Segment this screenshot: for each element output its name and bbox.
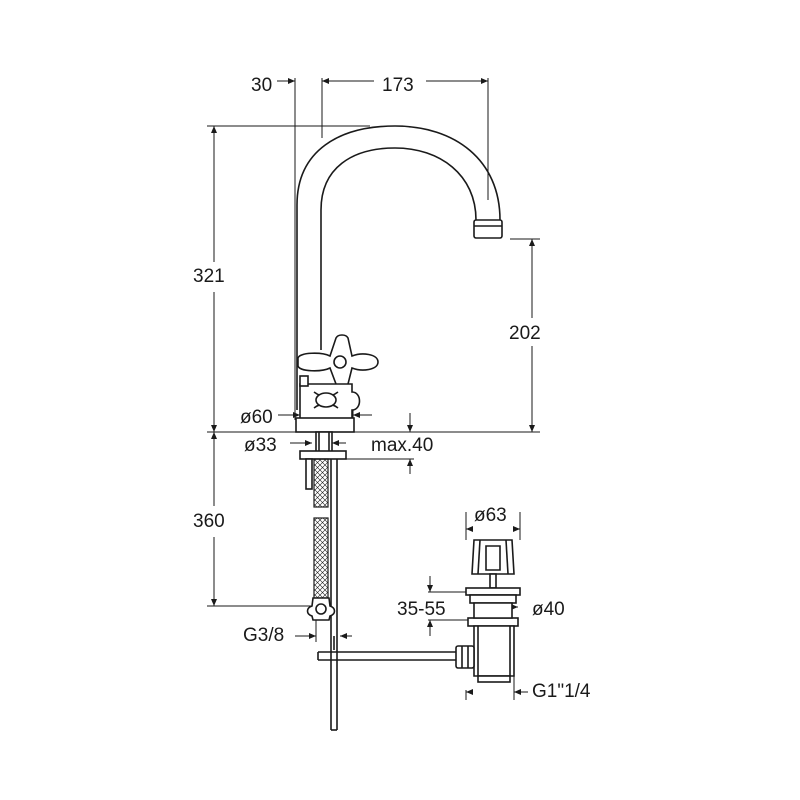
dim-waste-thread: G1"1/4 — [532, 681, 591, 702]
flexible-hoses — [306, 458, 336, 621]
dim-base-diameter: ø60 — [240, 407, 273, 428]
dim-total-height: 321 — [193, 266, 225, 287]
dim-below-counter: 360 — [193, 511, 225, 532]
dim-spout-height: 202 — [509, 323, 541, 344]
tap-shank — [299, 431, 347, 731]
pop-up-waste — [317, 539, 521, 683]
dim-shank-diameter: ø33 — [244, 435, 277, 456]
dim-spout-reach: 173 — [382, 75, 414, 96]
dim-waste-body-diameter: ø40 — [532, 599, 565, 620]
dim-spout-offset: 30 — [251, 75, 272, 96]
tap-spout — [296, 125, 503, 410]
dim-waste-top-diameter: ø63 — [474, 505, 507, 526]
dim-inlet-thread: G3/8 — [243, 625, 284, 646]
dim-waste-clamp-range: 35-55 — [397, 599, 446, 620]
dimension-lines — [207, 78, 540, 700]
tap-body — [295, 334, 379, 433]
dim-max-thickness: max.40 — [371, 435, 433, 456]
